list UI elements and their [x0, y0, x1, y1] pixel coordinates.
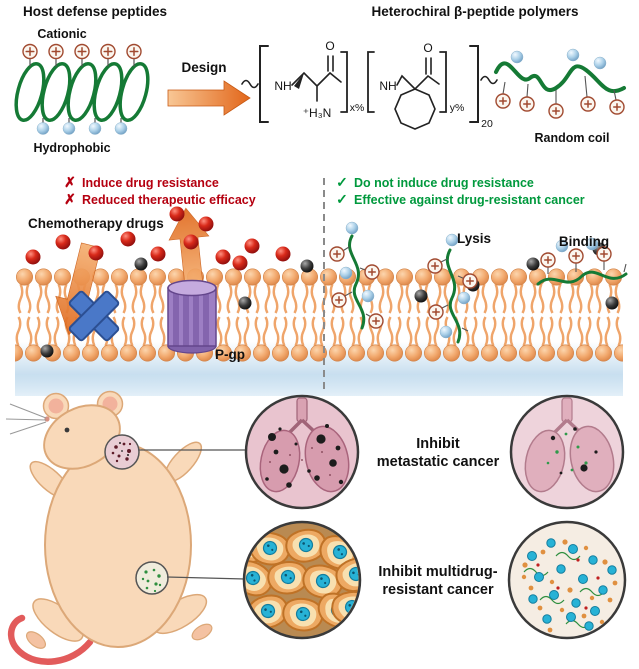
plus-charge-icon — [568, 248, 584, 264]
helix-graphic — [14, 62, 150, 122]
pro-item: Do not induce drug resistance — [354, 176, 534, 190]
mouse-whiskers — [5, 403, 47, 435]
repeat-subscript: 20 — [481, 118, 493, 130]
polymer-structure-section: Heterochiral β-peptide polymers NH ⁺H₃N … — [241, 4, 626, 145]
y-percent-label: y% — [450, 102, 465, 114]
polymer-chain-binding — [536, 237, 628, 286]
plus-charge-icon — [48, 43, 64, 60]
lungs-metastatic-circle — [244, 394, 360, 510]
plus-charge-icon — [368, 313, 384, 329]
hydrophobic-label: Hydrophobic — [33, 141, 110, 155]
hydrophobic-sphere-icon — [88, 122, 102, 135]
plus-charge-icon — [126, 43, 142, 60]
metastatic-outcome-line1: Inhibit — [416, 436, 460, 452]
plus-charge-icon — [540, 252, 556, 268]
hydrophobic-sphere-icon — [36, 122, 50, 135]
mouse-head — [43, 404, 121, 470]
lysis-label: Lysis — [457, 231, 491, 246]
plus-charge-icon — [427, 258, 443, 274]
hydrophobic-sphere-icon — [593, 56, 607, 70]
plus-charge-icon — [580, 96, 596, 112]
metastasis-spots — [265, 424, 344, 488]
plus-charge-icon — [100, 43, 116, 60]
plus-charge-icon — [331, 292, 347, 308]
pros-list: ✓ Do not induce drug resistance ✓ Effect… — [336, 174, 585, 207]
mdr-outcome-line2: resistant cancer — [382, 582, 494, 598]
plus-charge-icon — [495, 93, 511, 109]
random-coil-label: Random coil — [534, 131, 609, 145]
nh-label: NH — [379, 79, 396, 93]
cyclooctane-ring — [394, 88, 436, 130]
free-nuclei — [527, 538, 617, 631]
hydrophobic-sphere-icon — [114, 122, 128, 135]
hydrophobic-sphere-icon — [62, 122, 76, 135]
cross-icon: ✗ — [64, 174, 76, 190]
design-arrow-group: Design — [167, 60, 251, 116]
cationic-charge-icons — [22, 43, 142, 67]
cons-list: ✗ Induce drug resistance ✗ Reduced thera… — [64, 174, 256, 207]
chemotherapy-drugs-label: Chemotherapy drugs — [28, 216, 164, 231]
chemical-structure: NH ⁺H₃N O x% NH O y% 20 — [241, 39, 498, 130]
callout-lines — [139, 449, 247, 580]
mouse-eye — [64, 427, 70, 433]
polymer-title: Heterochiral β-peptide polymers — [371, 4, 578, 19]
pgp-transporter — [167, 279, 217, 354]
random-coil-graphic — [494, 48, 626, 119]
tumor-site-abdomen — [135, 561, 169, 595]
hdp-title: Host defense peptides — [23, 4, 167, 19]
polymer-chain-lysis — [427, 233, 478, 344]
pgp-label: P-gp — [215, 347, 245, 362]
design-label: Design — [181, 60, 226, 75]
pro-item: Effective against drug-resistant cancer — [354, 193, 585, 207]
polymer-chain-membrane-insertion — [329, 221, 384, 330]
cross-icon: ✗ — [64, 191, 76, 207]
x-percent-label: x% — [350, 102, 365, 114]
cell-debris — [521, 539, 618, 633]
plus-charge-icon — [22, 43, 38, 60]
plus-charge-icon — [329, 246, 345, 262]
host-defense-peptide-section: Host defense peptides Cationic Hydrophob… — [14, 4, 167, 155]
ammonium-label: ⁺H₃N — [303, 106, 332, 120]
mouse-illustration — [5, 390, 213, 665]
check-icon: ✓ — [336, 191, 348, 207]
blocked-transport-icon — [68, 290, 120, 342]
polymer-dots — [546, 432, 588, 472]
design-arrow-icon — [167, 80, 251, 116]
tumor-site-lung — [104, 434, 140, 470]
mouse-body — [44, 442, 192, 648]
plus-charge-icon — [462, 273, 478, 289]
plus-charge-icon — [364, 264, 380, 280]
plus-charge-icon — [428, 304, 444, 320]
nh-label: NH — [274, 79, 291, 93]
check-icon: ✓ — [336, 174, 348, 190]
con-item: Reduced therapeutic efficacy — [82, 193, 256, 207]
hydrophobic-sphere-icons — [36, 118, 128, 135]
plus-charge-icon — [74, 43, 90, 60]
carbonyl-o-label: O — [423, 41, 432, 55]
plus-charge-icon — [609, 99, 625, 115]
binding-label: Binding — [559, 234, 609, 249]
plus-charge-icon — [596, 246, 612, 262]
mdr-outcome-line1: Inhibit multidrug- — [378, 564, 497, 580]
residual-spots — [550, 427, 598, 475]
hydrophobic-sphere-icon — [510, 50, 524, 64]
con-item: Induce drug resistance — [82, 176, 219, 190]
metastatic-outcome-line2: metastatic cancer — [377, 454, 500, 470]
red-specks — [536, 558, 600, 610]
mouse-tail — [8, 614, 94, 665]
carbonyl-o-label: O — [325, 39, 334, 53]
cationic-label: Cationic — [37, 27, 86, 41]
plus-charge-icon — [548, 103, 564, 119]
plus-charge-icon — [519, 96, 535, 112]
hydrophobic-sphere-icon — [566, 48, 580, 62]
outcome-labels: Inhibit metastatic cancer Inhibit multid… — [377, 436, 500, 598]
lungs-treated-circle — [509, 394, 625, 510]
lysed-cells-circle — [507, 520, 627, 640]
mdr-cells-circle — [242, 520, 362, 640]
